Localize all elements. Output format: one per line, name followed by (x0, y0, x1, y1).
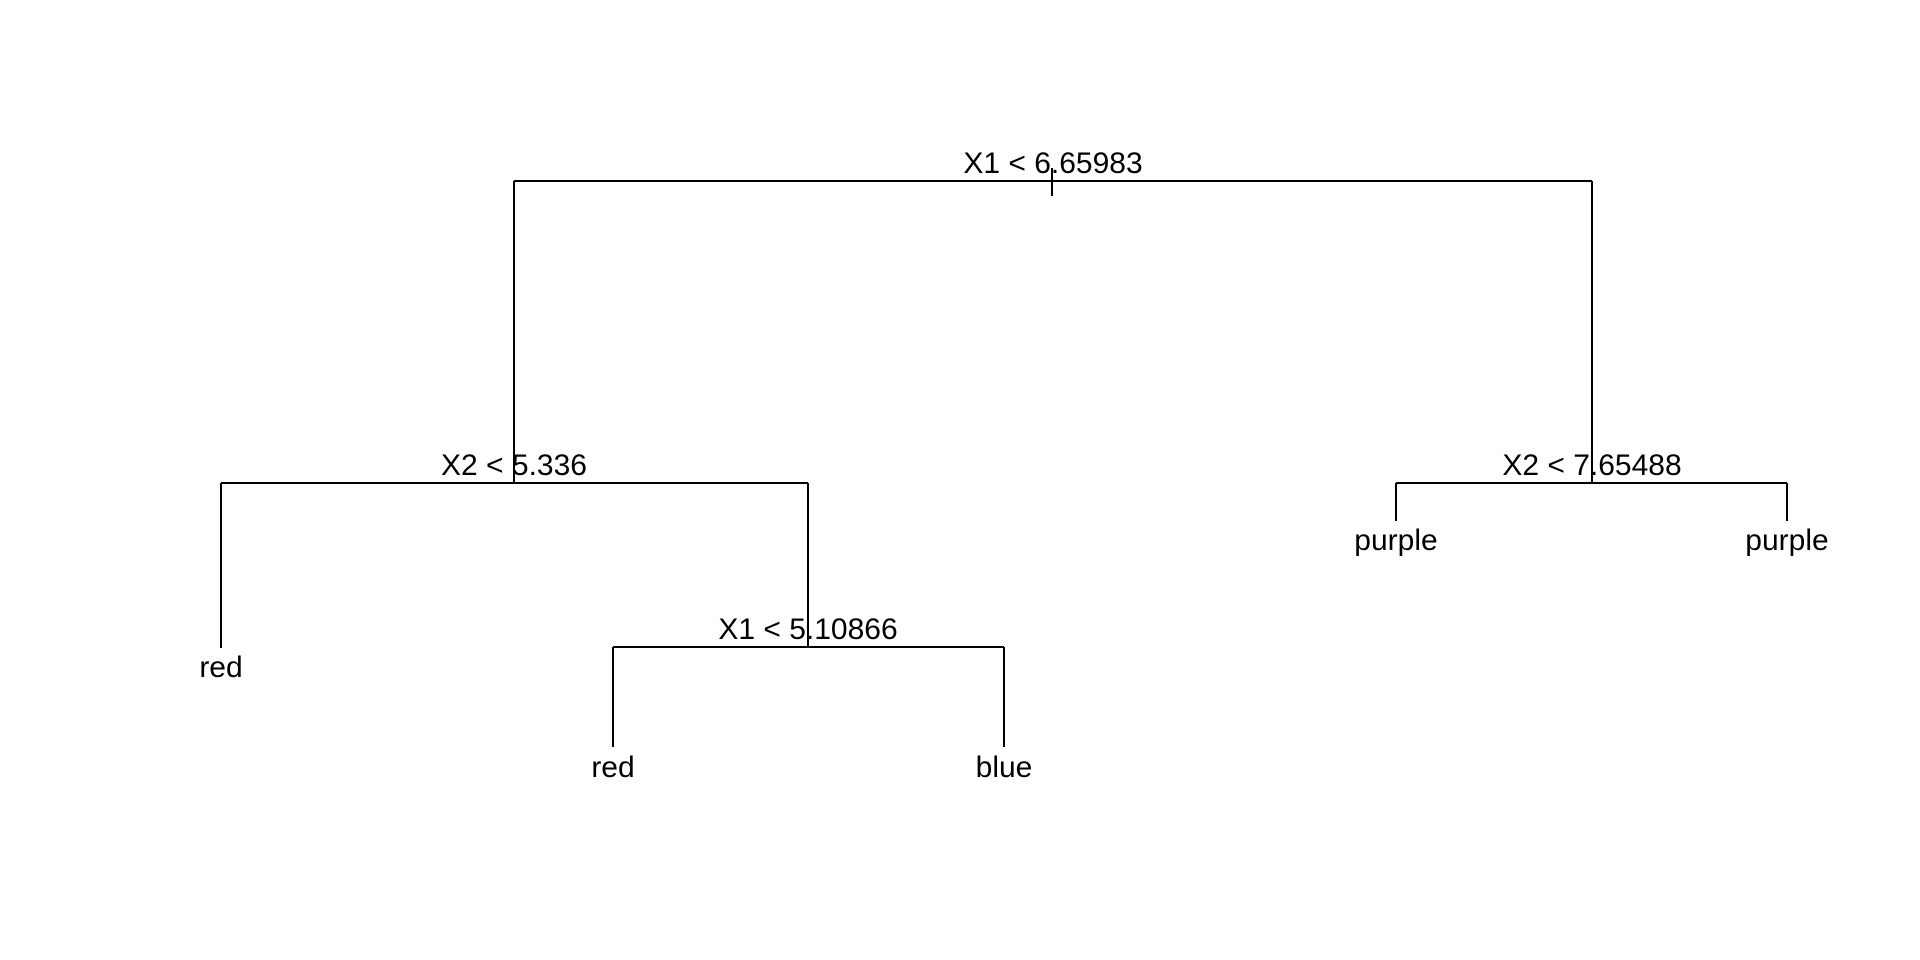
right-split-label: X2 < 7.65488 (1502, 449, 1681, 482)
left-right-split-label: X1 < 5.10866 (718, 613, 897, 646)
leaf-label-purple-1: purple (1354, 524, 1437, 557)
left-split-label: X2 < 5.336 (441, 449, 587, 482)
leaf-label-red-2: red (591, 751, 634, 784)
leaf-label-purple-2: purple (1745, 524, 1828, 557)
leaf-label-red-1: red (199, 651, 242, 684)
root-split-label: X1 < 6.65983 (963, 147, 1142, 180)
leaf-label-blue: blue (976, 751, 1033, 784)
